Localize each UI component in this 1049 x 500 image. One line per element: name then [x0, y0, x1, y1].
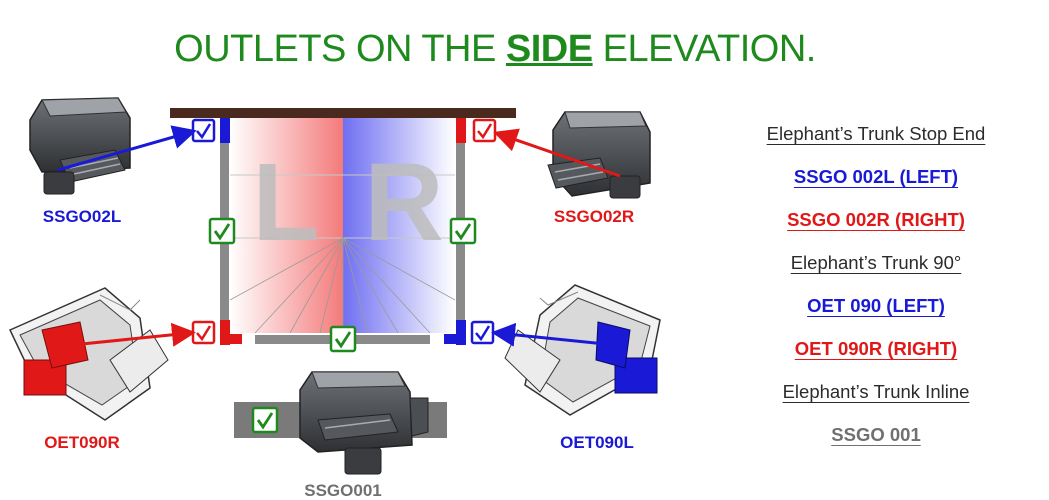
elephant-trunk-90-right-product [8, 287, 169, 421]
title-emphasis: SIDE [505, 28, 593, 70]
legend-row: Elephant’s Trunk 90° [735, 241, 1017, 284]
legend-row: OET 090R (RIGHT) [735, 327, 1017, 370]
checkbox-top-right [472, 118, 497, 143]
label-oet090r: OET090R [44, 433, 120, 452]
checkbox-bottom-left [191, 320, 216, 345]
check-icon [196, 123, 212, 140]
check-icon [454, 223, 472, 241]
legend-item: SSGO 002R (RIGHT) [787, 208, 965, 230]
check-icon [256, 412, 274, 430]
legend-row: SSGO 002L (LEFT) [735, 155, 1017, 198]
legend-item: Elephant’s Trunk Inline [782, 380, 970, 402]
checkbox-bottom-right [470, 320, 495, 345]
label-ssgo02r: SSGO02R [554, 207, 634, 226]
arrow-top-right [493, 128, 621, 178]
right-half-shading [343, 118, 455, 333]
title-suffix: ELEVATION. [592, 28, 817, 70]
label-ssgo02l: SSGO02L [43, 207, 121, 226]
legend-row: SSGO 002R (RIGHT) [735, 198, 1017, 241]
left-half-shading [230, 118, 343, 333]
label-ssgo001: SSGO001 [304, 481, 382, 500]
perspective-lines [229, 237, 456, 334]
check-icon [196, 325, 212, 342]
right-letter: R [364, 141, 443, 264]
legend-item: Elephant’s Trunk Stop End [766, 122, 986, 144]
legend-row: Elephant’s Trunk Stop End [735, 112, 1017, 155]
check-icon [475, 325, 491, 342]
checkbox-top-left [191, 118, 216, 143]
top-left-outlet-marker [220, 118, 230, 143]
product-legend: Elephant’s Trunk Stop End SSGO 002L (LEF… [735, 112, 1017, 456]
checkbox-left-run [208, 217, 236, 245]
left-letter: L [252, 141, 319, 264]
legend-item: SSGO 001 [831, 423, 921, 445]
legend-row: SSGO 001 [735, 413, 1017, 456]
legend-item: Elephant’s Trunk 90° [790, 251, 962, 273]
arrow-bottom-right [491, 322, 616, 347]
roof-fascia [170, 108, 516, 118]
page-title: OUTLETS ON THE SIDE ELEVATION. [0, 28, 990, 71]
legend-item: OET 090R (RIGHT) [794, 337, 958, 359]
checkbox-right-run [449, 217, 477, 245]
check-icon [477, 123, 493, 140]
arrow-bottom-left [71, 322, 196, 347]
check-icon [334, 331, 352, 349]
bottom-right-outlet-marker [456, 320, 466, 345]
arrow-top-left [57, 125, 197, 172]
legend-item: SSGO 002L (LEFT) [793, 165, 959, 187]
legend-row: Elephant’s Trunk Inline [735, 370, 1017, 413]
top-right-outlet-marker [456, 118, 466, 143]
legend-item: OET 090 (LEFT) [807, 294, 945, 316]
bottom-left-outlet-marker [220, 320, 230, 345]
label-oet090l: OET090L [560, 433, 634, 452]
legend-row: OET 090 (LEFT) [735, 284, 1017, 327]
stop-end-left-product [29, 97, 131, 195]
checkbox-inline [251, 406, 279, 434]
checkbox-bottom-run [329, 325, 357, 353]
building-elevation: L R [170, 108, 516, 345]
elephant-trunk-90-left-product [504, 284, 661, 416]
title-prefix: OUTLETS ON THE [174, 28, 506, 70]
check-icon [213, 223, 231, 241]
